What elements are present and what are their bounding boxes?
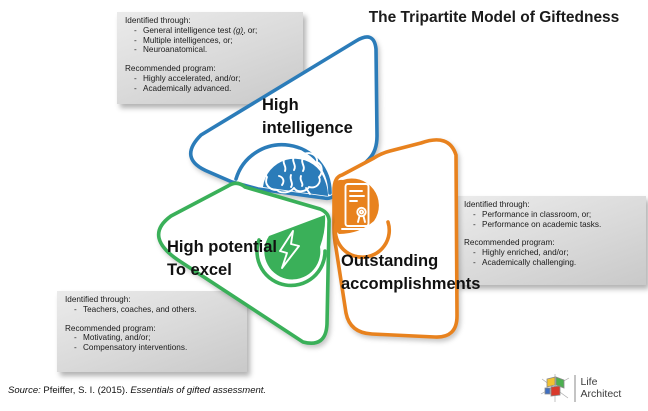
list-item: - Academically challenging. <box>473 257 577 267</box>
callout-intelligence: Identified through: - General intelligen… <box>117 12 303 104</box>
label-high-intelligence: High intelligence <box>262 96 353 137</box>
brain-icon <box>263 149 323 195</box>
callout-heading: Identified through: <box>464 200 530 209</box>
callout-heading: Identified through: <box>65 295 131 304</box>
logo-text: Life Architect <box>580 376 622 400</box>
list-item: - Compensatory interventions. <box>74 343 188 353</box>
callout-heading: Recommended program: <box>125 64 216 74</box>
lightning-icon <box>279 230 300 269</box>
callout-potential: Identified through: - Teachers, coaches,… <box>57 291 247 372</box>
list-item: - Teachers, coaches, and others. <box>74 304 197 314</box>
logo-cube-icon <box>540 374 570 402</box>
potential-shape <box>156 181 331 345</box>
callout-heading: Identified through: <box>125 16 191 25</box>
list-item: - Motivating, and/or; <box>74 333 151 343</box>
potential-tip <box>264 215 326 280</box>
list-item: - Neuroanatomical. <box>134 45 208 55</box>
page-title: The Tripartite Model of Giftedness <box>368 9 620 26</box>
logo-divider <box>574 374 576 402</box>
intelligence-arch <box>234 142 332 195</box>
callout-heading: Recommended program: <box>464 238 555 248</box>
accomplishments-arch <box>333 220 392 259</box>
list-item: - Performance in classroom, or; <box>473 209 592 219</box>
list-item: - Highly accelerated, and/or; <box>134 73 241 83</box>
logo: Life Architect <box>540 373 621 403</box>
list-item: - Performance on academic tasks. <box>473 219 602 229</box>
label-outstanding-accomplishments: Outstanding accomplishments <box>341 252 481 293</box>
callout-heading: Recommended program: <box>65 323 156 333</box>
callout-accomplishments: Identified through: - Performance in cla… <box>456 196 646 285</box>
certificate-icon <box>341 183 373 230</box>
accomplishments-shape <box>332 138 459 339</box>
list-item: - General intelligence test (g), or; <box>134 25 258 35</box>
label-high-potential: High potential To excel <box>167 238 277 279</box>
list-item: - Highly enriched, and/or; <box>473 248 569 258</box>
potential-arch <box>255 238 327 288</box>
list-item: - Academically advanced. <box>134 83 232 93</box>
source-citation: Source: Pfeiffer, S. I. (2015). Essentia… <box>8 385 267 396</box>
list-item: - Multiple intelligences, or; <box>134 35 233 45</box>
